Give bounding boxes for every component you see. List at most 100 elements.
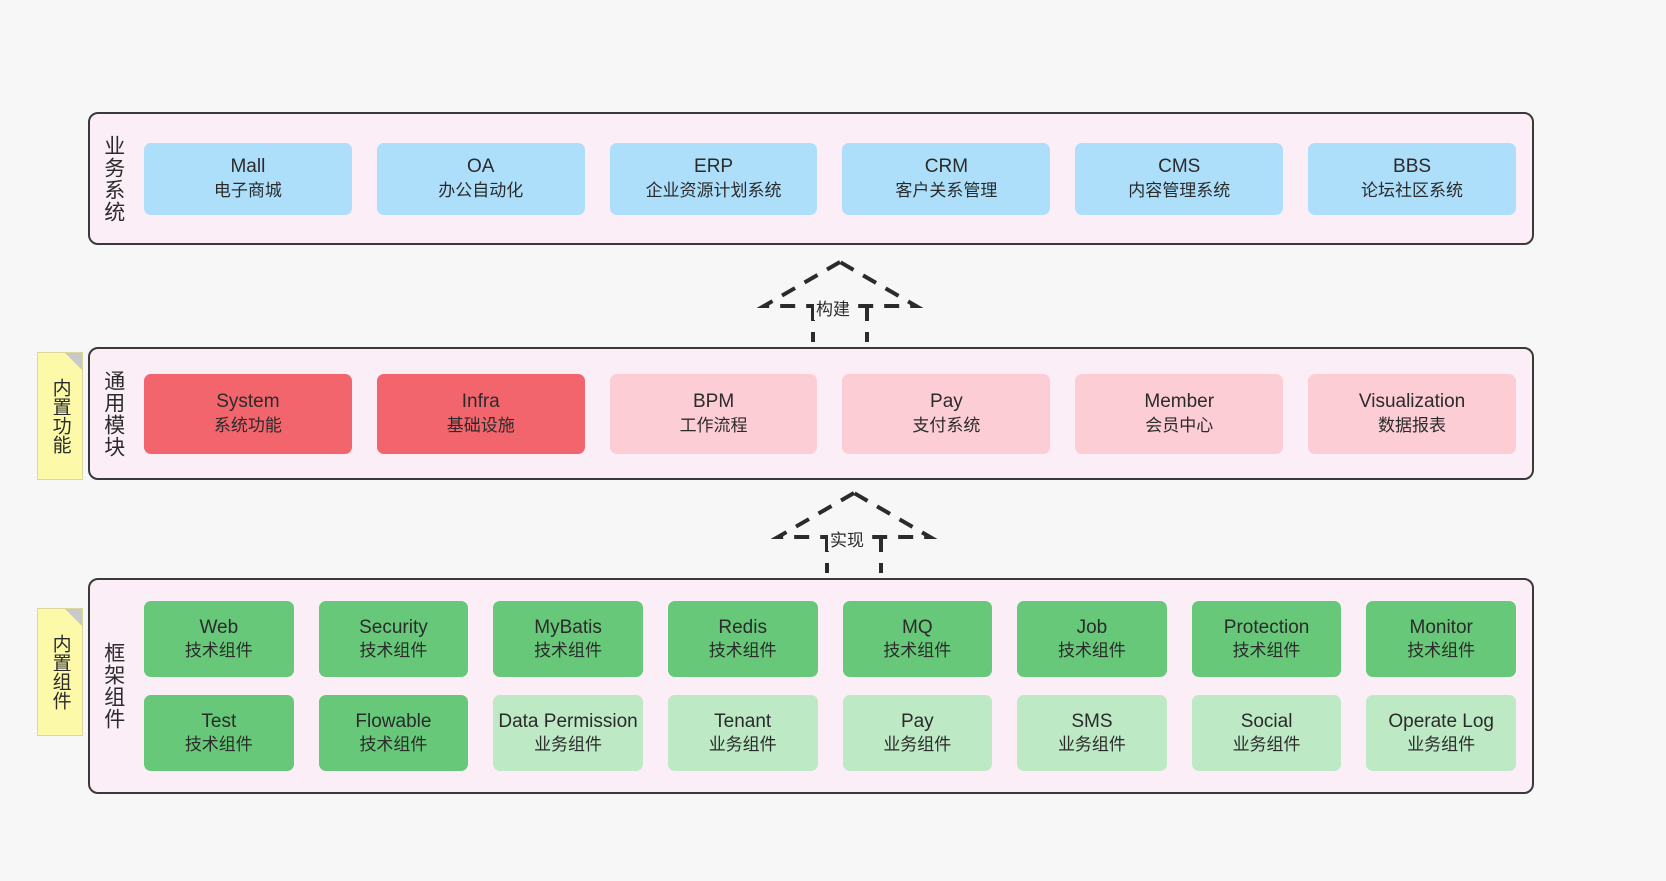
card-flowable[interactable]: Flowable 技术组件: [318, 695, 469, 771]
card-operate-log[interactable]: Operate Log 业务组件: [1366, 695, 1516, 771]
card-subtitle: 电子商城: [213, 180, 282, 200]
card-row: Mall 电子商城 OA 办公自动化 ERP 企业资源计划系统 CRM 客户关系…: [144, 142, 1516, 215]
layer-framework-components: 框架组件 Web 技术组件 Security 技术组件 MyBatis 技术组件…: [88, 578, 1534, 794]
card-test[interactable]: Test 技术组件: [144, 695, 294, 771]
card-title: BBS: [1393, 156, 1432, 178]
card-subtitle: 工作流程: [679, 415, 748, 435]
card-system[interactable]: System 系统功能: [144, 373, 352, 454]
card-job[interactable]: Job 技术组件: [1017, 601, 1167, 677]
card-member[interactable]: Member 会员中心: [1075, 373, 1284, 454]
note-label: 内置功能: [49, 378, 71, 454]
card-bpm[interactable]: BPM 工作流程: [609, 373, 818, 454]
card-title: BPM: [692, 391, 735, 413]
card-subtitle: 业务组件: [1232, 735, 1301, 755]
card-title: CMS: [1158, 156, 1201, 178]
card-title: Job: [1076, 616, 1108, 638]
card-subtitle: 业务组件: [883, 735, 952, 755]
connector-implement: 实现: [766, 489, 942, 573]
card-subtitle: 客户关系管理: [895, 180, 998, 200]
card-row: System 系统功能 Infra 基础设施 BPM 工作流程 Pay 支付系统…: [144, 373, 1516, 454]
card-oa[interactable]: OA 办公自动化: [376, 142, 585, 215]
card-title: Test: [201, 710, 237, 732]
card-protection[interactable]: Protection 技术组件: [1191, 601, 1342, 677]
card-erp[interactable]: ERP 企业资源计划系统: [609, 142, 818, 215]
card-mybatis[interactable]: MyBatis 技术组件: [493, 601, 643, 677]
card-row: Test 技术组件 Flowable 技术组件 Data Permission …: [144, 695, 1516, 771]
card-title: CRM: [924, 156, 969, 178]
card-title: Web: [199, 616, 239, 638]
layer-common-modules: 通用模块 System 系统功能 Infra 基础设施 BPM 工作流程 Pay…: [88, 347, 1534, 480]
card-title: Tenant: [714, 710, 772, 732]
card-mq[interactable]: MQ 技术组件: [842, 601, 993, 677]
card-data-permission[interactable]: Data Permission 业务组件: [493, 695, 643, 771]
card-subtitle: 技术组件: [359, 641, 428, 661]
card-subtitle: 支付系统: [912, 415, 981, 435]
card-title: MyBatis: [534, 616, 602, 638]
card-subtitle: 技术组件: [708, 641, 777, 661]
card-subtitle: 业务组件: [708, 735, 777, 755]
connector-shaft: [825, 537, 883, 573]
card-title: Operate Log: [1388, 710, 1494, 732]
card-title: Pay: [930, 391, 963, 413]
card-pay-component[interactable]: Pay 业务组件: [842, 695, 993, 771]
card-sms[interactable]: SMS 业务组件: [1017, 695, 1167, 771]
card-visualization[interactable]: Visualization 数据报表: [1308, 373, 1516, 454]
connector-shaft: [811, 306, 869, 342]
card-subtitle: 系统功能: [213, 415, 282, 435]
card-subtitle: 会员中心: [1145, 415, 1214, 435]
note-label: 内置组件: [49, 634, 71, 710]
card-subtitle: 内容管理系统: [1128, 180, 1231, 200]
card-subtitle: 数据报表: [1378, 415, 1447, 435]
card-title: Mall: [230, 156, 266, 178]
page-fold-icon: [65, 353, 82, 370]
card-crm[interactable]: CRM 客户关系管理: [842, 142, 1051, 215]
card-subtitle: 技术组件: [359, 735, 428, 755]
card-subtitle: 业务组件: [1407, 735, 1476, 755]
note-builtin-component: 内置组件: [37, 608, 83, 736]
card-title: Data Permission: [498, 710, 638, 732]
card-subtitle: 企业资源计划系统: [645, 180, 782, 200]
card-redis[interactable]: Redis 技术组件: [667, 601, 818, 677]
layer-title-framework-components: 框架组件: [101, 642, 125, 730]
card-web[interactable]: Web 技术组件: [144, 601, 294, 677]
card-subtitle: 技术组件: [1057, 641, 1126, 661]
note-builtin-function: 内置功能: [37, 352, 83, 480]
card-title: OA: [467, 156, 495, 178]
card-subtitle: 技术组件: [1232, 641, 1301, 661]
card-title: Infra: [461, 391, 500, 413]
card-subtitle: 技术组件: [883, 641, 952, 661]
card-monitor[interactable]: Monitor 技术组件: [1366, 601, 1516, 677]
connector-label: 实现: [828, 526, 866, 551]
layer-business-systems: 业务系统 Mall 电子商城 OA 办公自动化 ERP 企业资源计划系统 CRM…: [88, 112, 1534, 245]
card-social[interactable]: Social 业务组件: [1191, 695, 1342, 771]
card-title: Social: [1240, 710, 1293, 732]
layer-title-business-systems: 业务系统: [101, 134, 125, 223]
card-mall[interactable]: Mall 电子商城: [144, 142, 352, 215]
card-subtitle: 基础设施: [446, 415, 515, 435]
card-infra[interactable]: Infra 基础设施: [376, 373, 585, 454]
connector-build: 构建: [752, 258, 928, 342]
card-title: Security: [359, 616, 428, 638]
card-bbs[interactable]: BBS 论坛社区系统: [1308, 142, 1516, 215]
card-security[interactable]: Security 技术组件: [318, 601, 469, 677]
card-cms[interactable]: CMS 内容管理系统: [1075, 142, 1284, 215]
card-title: Protection: [1223, 616, 1310, 638]
card-title: MQ: [902, 616, 933, 638]
layer-title-common-modules: 通用模块: [101, 369, 125, 458]
connector-label: 构建: [814, 295, 852, 320]
card-tenant[interactable]: Tenant 业务组件: [667, 695, 818, 771]
card-subtitle: 技术组件: [184, 641, 253, 661]
card-pay[interactable]: Pay 支付系统: [842, 373, 1051, 454]
card-subtitle: 技术组件: [534, 641, 603, 661]
card-title: Redis: [718, 616, 767, 638]
card-title: Member: [1144, 391, 1215, 413]
layer-body-framework-components: Web 技术组件 Security 技术组件 MyBatis 技术组件 Redi…: [136, 580, 1532, 792]
card-subtitle: 技术组件: [1407, 641, 1476, 661]
page-fold-icon: [65, 609, 82, 626]
card-title: Monitor: [1409, 616, 1473, 638]
card-title: Flowable: [355, 710, 432, 732]
card-title: SMS: [1071, 710, 1113, 732]
card-title: Visualization: [1358, 391, 1466, 413]
card-title: System: [216, 391, 280, 413]
